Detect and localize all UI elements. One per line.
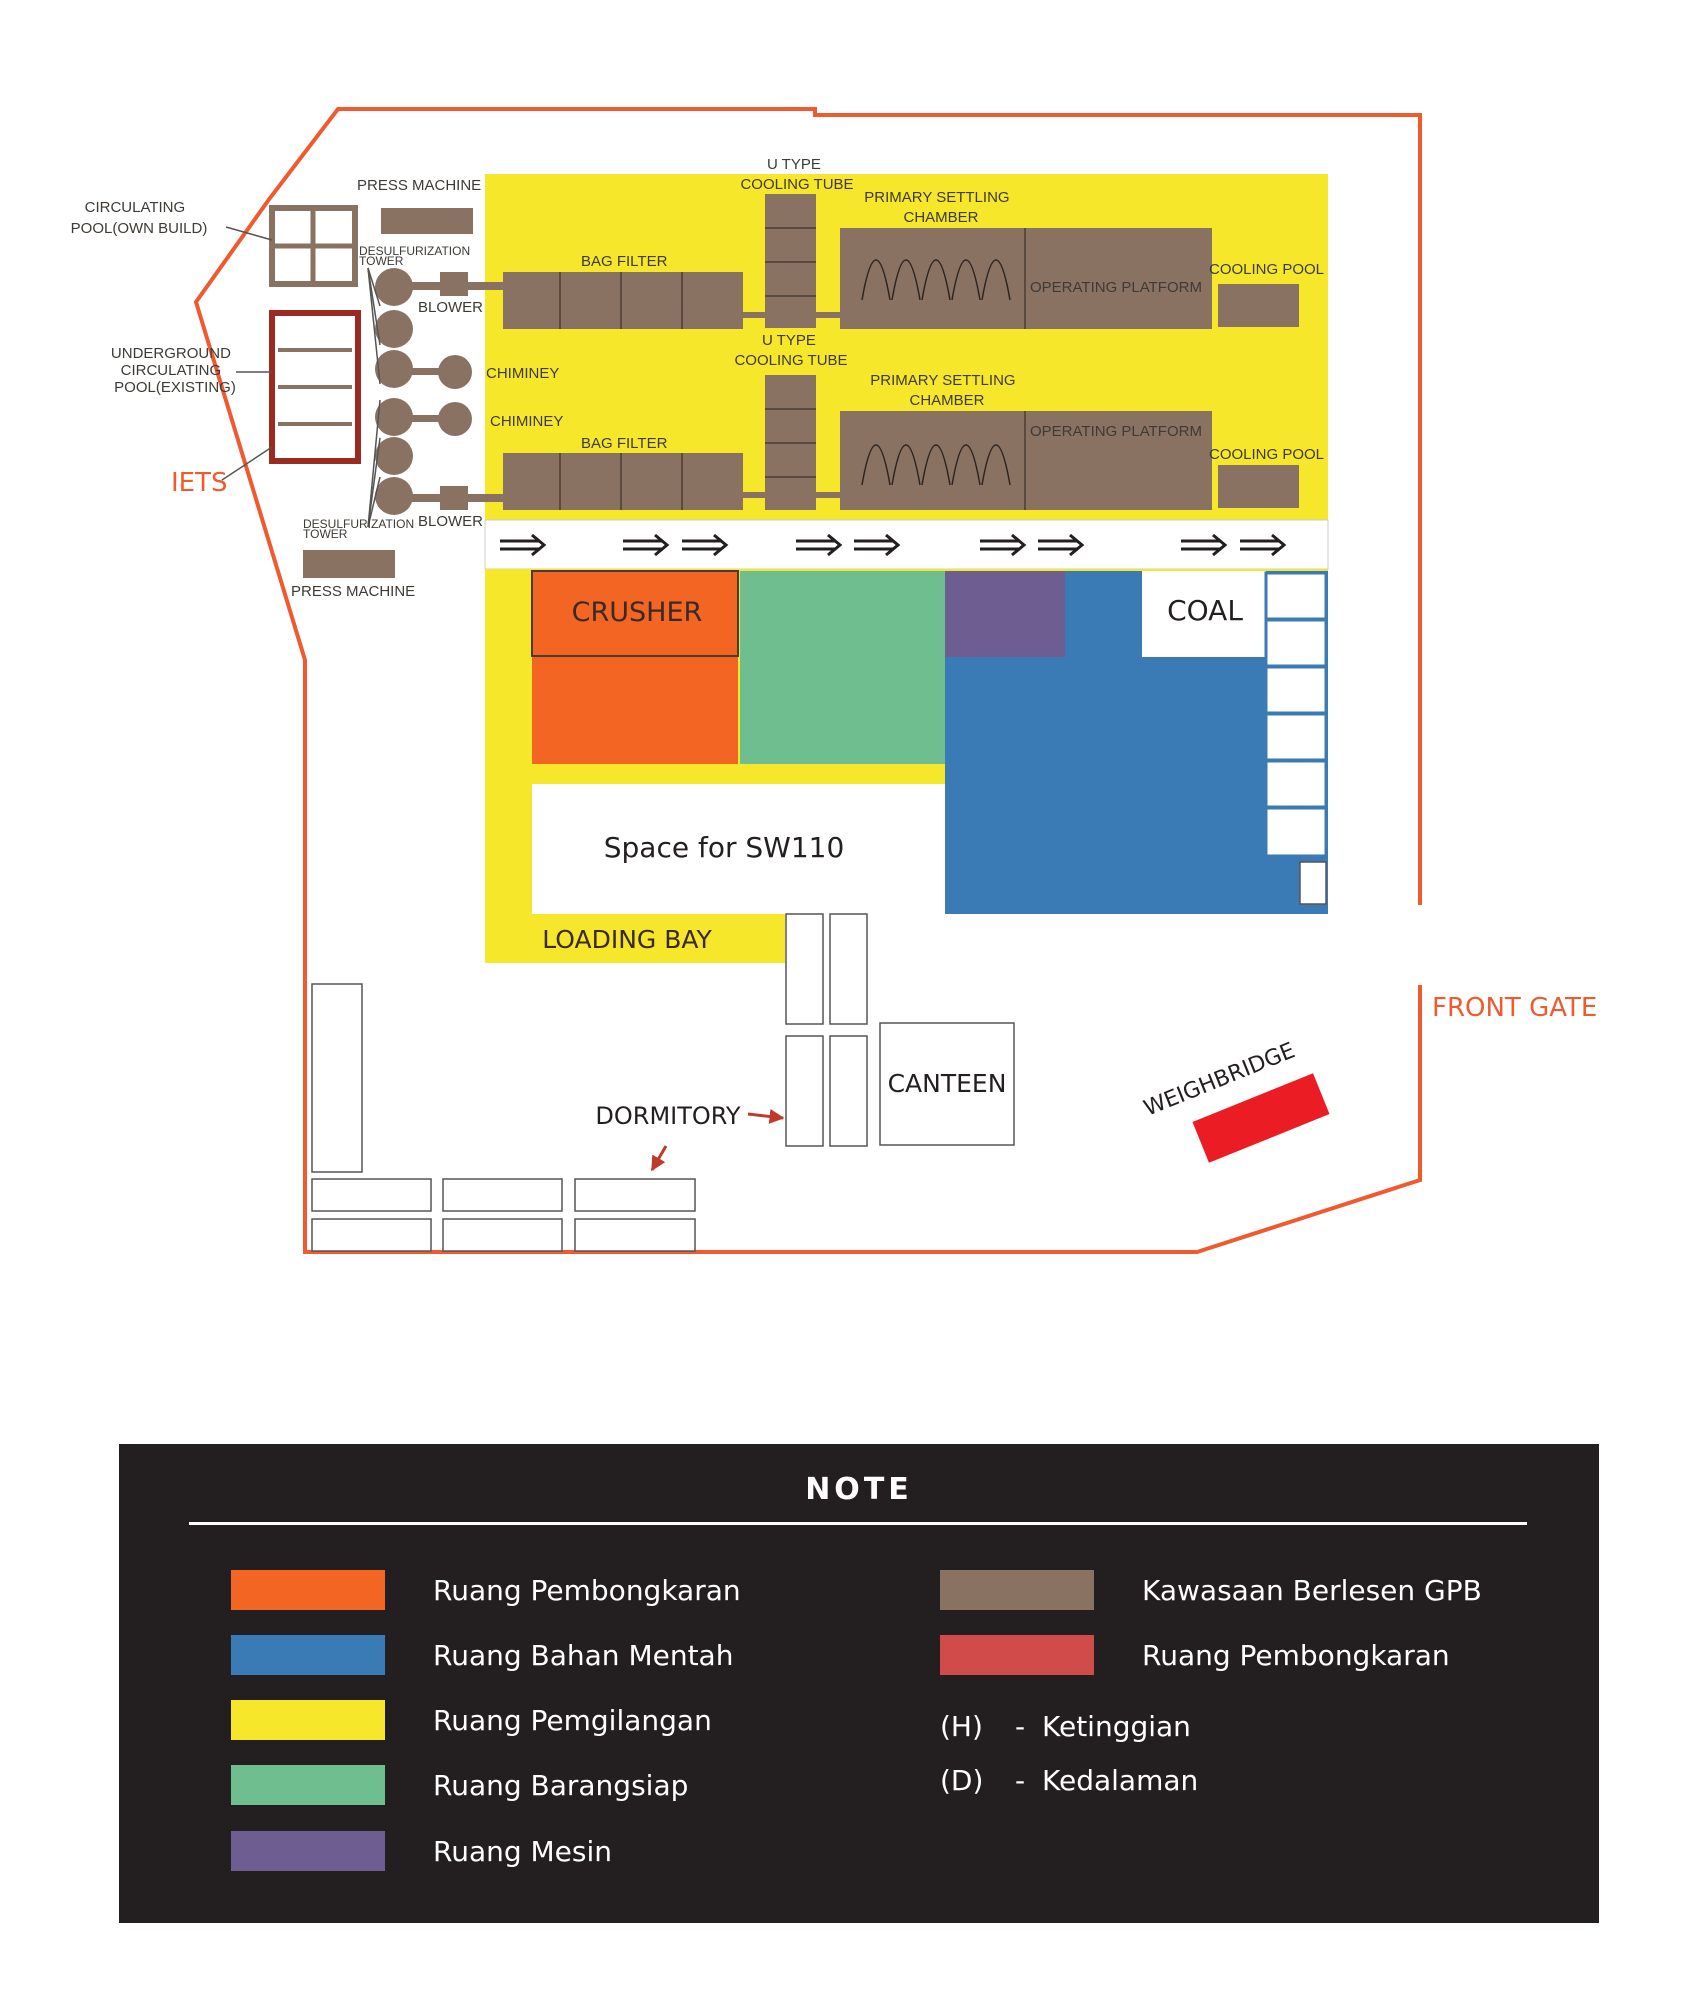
blower-bottom-label: BLOWER bbox=[418, 513, 483, 530]
legend-item-unloading-red: Ruang Pembongkaran bbox=[940, 1635, 1450, 1675]
dormitory-label: DORMITORY bbox=[595, 1102, 741, 1130]
legend-item-raw-material: Ruang Bahan Mentah bbox=[231, 1635, 733, 1675]
finished-goods-area bbox=[740, 571, 945, 764]
legend-abbr-height: (H)-Ketinggian bbox=[940, 1710, 1191, 1743]
site-boundary bbox=[193, 107, 1422, 1254]
site-plan: CIRCULATING POOL(OWN BUILD) UNDERGROUND … bbox=[71, 107, 1597, 1254]
blower-top-label: BLOWER bbox=[418, 299, 483, 316]
legend-item-label: Ruang Barangsiap bbox=[433, 1768, 689, 1802]
legend-item-label: Ruang Pembongkaran bbox=[433, 1573, 741, 1607]
legend-divider bbox=[189, 1522, 1527, 1525]
legend-swatch bbox=[231, 1570, 385, 1610]
legend-swatch bbox=[231, 1635, 385, 1675]
legend-title: NOTE bbox=[805, 1472, 913, 1507]
legend-item-label: Ruang Bahan Mentah bbox=[433, 1638, 734, 1672]
legend-item-label: Kawasaan Berlesen GPB bbox=[1142, 1573, 1482, 1607]
abbr-dash: - bbox=[1014, 1710, 1026, 1743]
legend-swatch bbox=[940, 1570, 1094, 1610]
dormitory-blocks bbox=[311, 913, 868, 1252]
underground-pool bbox=[269, 310, 361, 464]
front-gate-label: FRONT GATE bbox=[1432, 993, 1597, 1023]
legend-item-unloading: Ruang Pembongkaran bbox=[231, 1570, 741, 1610]
flow-corridor bbox=[484, 519, 1329, 570]
press-machine-bottom-label: PRESS MACHINE bbox=[291, 583, 415, 600]
space-sw110 bbox=[532, 784, 945, 914]
legend-item-licensed-area: Kawasaan Berlesen GPB bbox=[940, 1570, 1482, 1610]
chimney-2 bbox=[438, 402, 472, 436]
abbr-dash: - bbox=[1014, 1764, 1026, 1797]
underground-pool-label: UNDERGROUND CIRCULATING POOL(EXISTING) bbox=[111, 345, 236, 396]
press-machine-bottom bbox=[303, 550, 395, 578]
legend-item-finished-goods: Ruang Barangsiap bbox=[231, 1765, 688, 1805]
flow-arrows bbox=[500, 533, 1287, 557]
loading-bay-label: LOADING BAY bbox=[542, 925, 712, 954]
desulfurization-tower bbox=[375, 268, 413, 515]
bag-filter-top bbox=[503, 272, 743, 329]
coal-bays bbox=[1264, 571, 1328, 858]
abbr-code: (D) bbox=[940, 1764, 984, 1797]
legend-item-label: Ruang Pemgilangan bbox=[433, 1703, 712, 1737]
crusher-label: CRUSHER bbox=[572, 597, 703, 628]
legend-item-label: Ruang Mesin bbox=[433, 1834, 613, 1868]
legend-abbr-depth: (D)-Kedalaman bbox=[940, 1764, 1198, 1797]
abbr-meaning: Ketinggian bbox=[1042, 1710, 1191, 1743]
chimney-1-label: CHIMINEY bbox=[486, 365, 559, 382]
u-tube-top bbox=[765, 194, 816, 328]
desulf-top-label: DESULFURIZATION TOWER bbox=[359, 244, 473, 268]
loading-bay bbox=[485, 914, 785, 963]
cooling-pool-top-label: COOLING POOL bbox=[1209, 261, 1324, 278]
legend-swatch bbox=[940, 1635, 1094, 1675]
abbr-meaning: Kedalaman bbox=[1042, 1764, 1199, 1797]
cooling-pool-bottom bbox=[1218, 465, 1299, 508]
press-machine-top bbox=[381, 208, 473, 234]
cooling-pool-bottom-label: COOLING POOL bbox=[1209, 446, 1324, 463]
operating-top-label: OPERATING PLATFORM bbox=[1030, 279, 1202, 296]
bag-filter-bottom bbox=[503, 453, 743, 510]
press-machine-top-label: PRESS MACHINE bbox=[357, 177, 481, 194]
legend-swatch bbox=[231, 1765, 385, 1805]
chimney-2-label: CHIMINEY bbox=[490, 413, 563, 430]
chimney-1 bbox=[438, 355, 472, 389]
bag-filter-top-label: BAG FILTER bbox=[581, 253, 668, 270]
stair-icon bbox=[1299, 861, 1327, 905]
u-tube-bottom-label: U TYPE COOLING TUBE bbox=[734, 332, 847, 369]
space-sw110-label: Space for SW110 bbox=[604, 831, 845, 864]
bag-filter-bottom-label: BAG FILTER bbox=[581, 435, 668, 452]
coal-area bbox=[1142, 571, 1266, 657]
operating-bottom-label: OPERATING PLATFORM bbox=[1030, 423, 1202, 440]
legend-swatch bbox=[231, 1700, 385, 1740]
legend-swatch bbox=[231, 1831, 385, 1871]
circulating-pool-label: CIRCULATING POOL(OWN BUILD) bbox=[71, 199, 208, 237]
canteen bbox=[879, 1022, 1015, 1146]
circulating-pool bbox=[269, 205, 358, 287]
legend-item-machine: Ruang Mesin bbox=[231, 1831, 612, 1871]
legend-item-label: Ruang Pembongkaran bbox=[1142, 1638, 1450, 1672]
cooling-pool-top bbox=[1218, 284, 1299, 327]
legend-panel: NOTE Ruang Pembongkaran Ruang Bahan Ment… bbox=[119, 1444, 1599, 1923]
crusher-box bbox=[531, 570, 739, 657]
u-tube-top-label: U TYPE COOLING TUBE bbox=[740, 156, 853, 193]
legend-item-milling: Ruang Pemgilangan bbox=[231, 1700, 712, 1740]
weighbridge bbox=[1192, 1073, 1330, 1163]
primary-bottom-label: PRIMARY SETTLING CHAMBER bbox=[870, 372, 1019, 409]
abbr-code: (H) bbox=[940, 1710, 983, 1743]
primary-top-label: PRIMARY SETTLING CHAMBER bbox=[864, 189, 1013, 226]
iets-label: IETS bbox=[171, 468, 227, 498]
u-tube-bottom bbox=[765, 375, 816, 510]
canteen-label: CANTEEN bbox=[888, 1069, 1007, 1098]
desulf-bottom-label: DESULFURIZATION TOWER bbox=[303, 517, 417, 541]
coal-label: COAL bbox=[1167, 594, 1243, 627]
